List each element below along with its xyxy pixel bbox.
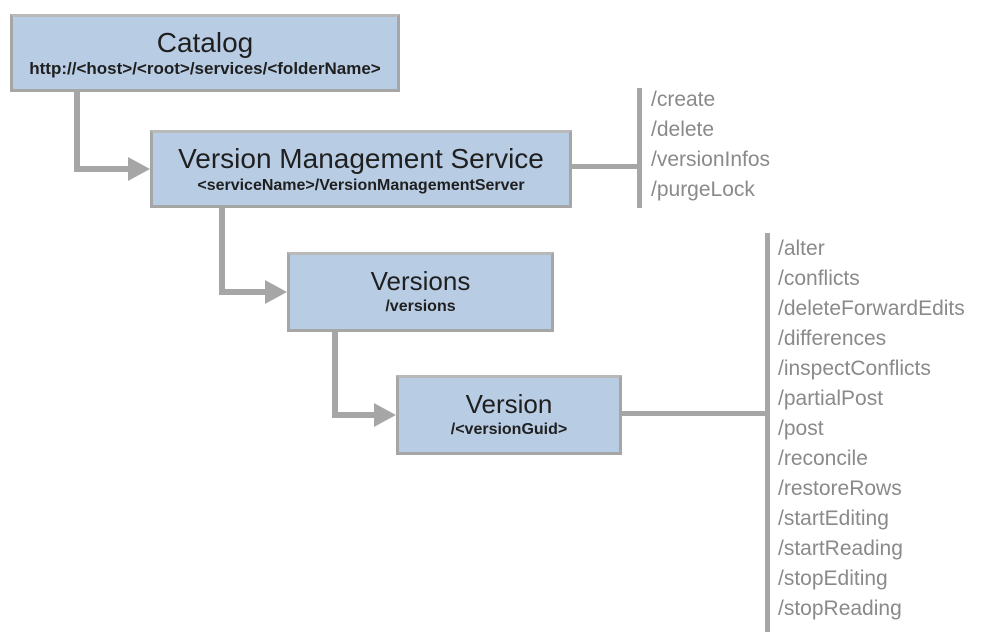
bracket-version-horizontal — [622, 411, 768, 416]
operation-label: /differences — [778, 327, 887, 350]
arrowhead-icon — [374, 403, 396, 427]
arrowhead-icon — [128, 157, 150, 181]
connector-versions-version-horizontal — [332, 412, 376, 418]
bracket-vms-vertical — [637, 88, 642, 208]
connector-vms-versions-vertical — [219, 208, 225, 295]
operation-label: /reconcile — [778, 447, 868, 470]
node-version-title: Version — [465, 389, 553, 420]
operation-label: /versionInfos — [651, 148, 771, 171]
node-version-url: /<versionGuid> — [450, 421, 568, 439]
arrowhead-icon — [265, 280, 287, 304]
node-versions: Versions /versions — [287, 252, 554, 332]
bracket-version-vertical — [765, 233, 770, 632]
node-vms-title: Version Management Service — [178, 143, 544, 175]
connector-catalog-vms-horizontal — [74, 166, 130, 172]
node-version-management-service: Version Management Service <serviceName>… — [150, 130, 572, 208]
operation-label: /alter — [778, 237, 825, 260]
operation-label: /stopEditing — [778, 567, 888, 590]
operation-label: /startEditing — [778, 507, 889, 530]
connector-catalog-vms-vertical — [74, 92, 80, 172]
operation-label: /post — [778, 417, 824, 440]
operation-label: /delete — [651, 118, 715, 141]
node-version: Version /<versionGuid> — [396, 375, 622, 455]
node-versions-title: Versions — [370, 266, 471, 297]
operation-label: /conflicts — [778, 267, 860, 290]
node-catalog-title: Catalog — [156, 26, 254, 58]
operation-label: /purgeLock — [651, 178, 755, 201]
operation-label: /inspectConflicts — [778, 357, 931, 380]
connector-versions-version-vertical — [332, 332, 338, 418]
node-vms-url: <serviceName>/VersionManagementServer — [197, 176, 525, 194]
operation-label: /partialPost — [778, 387, 884, 410]
operation-label: /deleteForwardEdits — [778, 297, 965, 320]
node-catalog: Catalog http://<host>/<root>/services/<f… — [10, 14, 400, 92]
operation-label: /startReading — [778, 537, 903, 560]
connector-vms-versions-horizontal — [219, 289, 267, 295]
vms-operations-list: /create /delete /versionInfos /purgeLock — [651, 85, 770, 205]
operation-label: /restoreRows — [778, 477, 902, 500]
operation-label: /stopReading — [778, 597, 902, 620]
bracket-vms-horizontal — [572, 164, 640, 169]
node-catalog-url: http://<host>/<root>/services/<folderNam… — [29, 58, 381, 78]
node-versions-url: /versions — [385, 298, 456, 316]
version-operations-list: /alter /conflicts /deleteForwardEdits /d… — [778, 234, 965, 624]
operation-label: /create — [651, 88, 716, 111]
